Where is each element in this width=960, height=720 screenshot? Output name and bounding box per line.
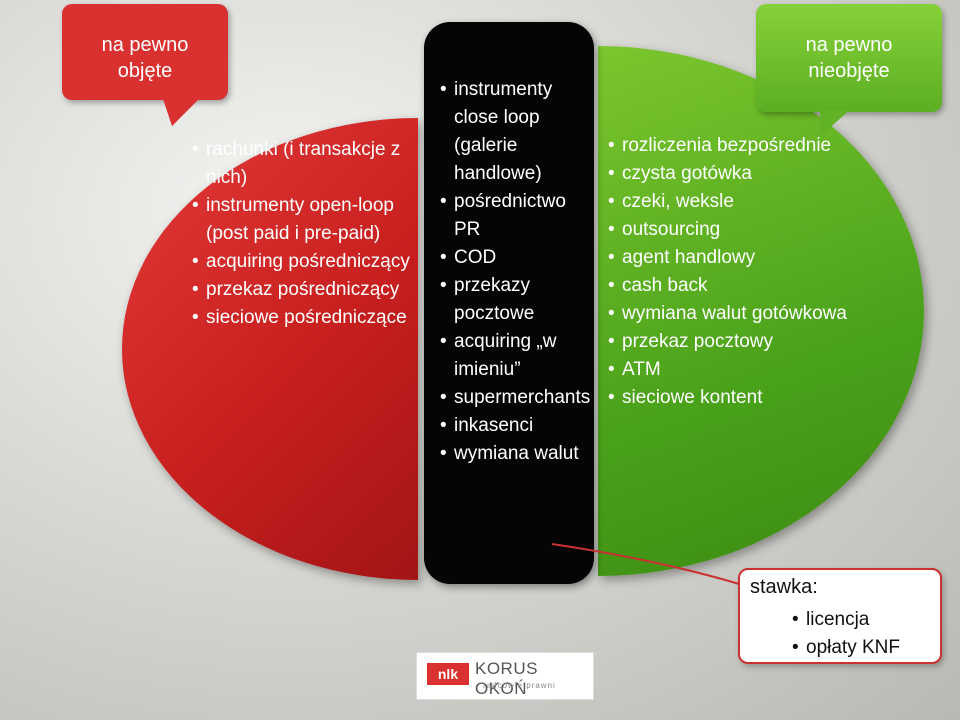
stake-list: licencja opłaty KNF <box>792 606 900 662</box>
list-item: przekaz pocztowy <box>608 328 908 356</box>
list-item: przekazy pocztowe <box>440 272 580 328</box>
not-covered-list: rozliczenia bezpośrednie czysta gotówka … <box>608 132 908 412</box>
connector-line <box>551 543 747 587</box>
list-item: rachunki (i transakcje z nich) <box>192 136 414 192</box>
stake-callout: stawka: licencja opłaty KNF <box>738 568 942 664</box>
stake-title: stawka: <box>750 576 818 598</box>
logo-mark-icon: nlk <box>427 663 469 685</box>
list-item: rozliczenia bezpośrednie <box>608 132 908 160</box>
logo-name: KORUS OKOŃ <box>475 659 538 698</box>
covered-list: rachunki (i transakcje z nich) instrumen… <box>192 136 414 332</box>
logo-tagline: radcowie prawni <box>483 681 556 690</box>
logo-mark-text: nlk <box>438 666 458 682</box>
covered-callout: na pewno objęte <box>62 4 228 126</box>
list-item: wymiana walut gotówkowa <box>608 300 908 328</box>
list-item: instrumenty open-loop (post paid i pre-p… <box>192 192 414 248</box>
list-item: przekaz pośredniczący <box>192 276 414 304</box>
list-item: czeki, weksle <box>608 188 908 216</box>
covered-callout-label: na pewno objęte <box>101 34 189 82</box>
list-item: sieciowe pośredniczące <box>192 304 414 332</box>
not-covered-callout: na pewno nieobjęte <box>756 4 942 136</box>
list-item: cash back <box>608 272 908 300</box>
not-covered-callout-label: na pewno nieobjęte <box>805 34 893 82</box>
list-item: wymiana walut <box>440 440 580 468</box>
list-item: supermerchants <box>440 384 590 412</box>
grey-zone-list: instrumenty close loop (galerie handlowe… <box>440 76 590 468</box>
list-item: instrumenty close loop (galerie handlowe… <box>440 76 580 188</box>
list-item: COD <box>440 244 580 272</box>
list-item: ATM <box>608 356 908 384</box>
list-item: inkasenci <box>440 412 580 440</box>
list-item: opłaty KNF <box>792 634 900 662</box>
list-item: acquiring pośredniczący <box>192 248 414 276</box>
list-item: sieciowe kontent <box>608 384 908 412</box>
list-item: pośrednictwo PR <box>440 188 580 244</box>
list-item: licencja <box>792 606 900 634</box>
list-item: czysta gotówka <box>608 160 908 188</box>
firm-logo: nlk KORUS OKOŃ radcowie prawni <box>416 652 594 700</box>
list-item: acquiring „w imieniu” <box>440 328 580 384</box>
list-item: agent handlowy <box>608 244 908 272</box>
list-item: outsourcing <box>608 216 908 244</box>
